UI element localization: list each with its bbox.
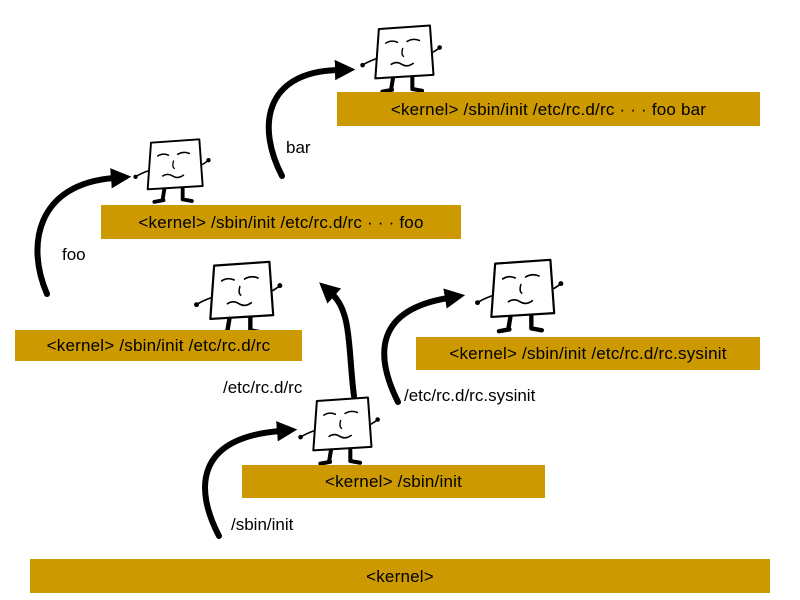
stage-label-kernel-init: <kernel> /sbin/init (242, 465, 545, 498)
arrow-label-etc-rc-sysinit: /etc/rc.d/rc.sysinit (404, 386, 536, 405)
blockhead-character-init (292, 394, 384, 468)
arrow-label-etc-rc: /etc/rc.d/rc (223, 378, 303, 397)
stage-label-kernel: <kernel> (30, 559, 770, 593)
stage-label-kernel-init-rc: <kernel> /sbin/init /etc/rc.d/rc (15, 330, 302, 361)
stage-label-kernel-init-rc-foo-bar: <kernel> /sbin/init /etc/rc.d/rc · · · f… (337, 92, 760, 126)
arrow-bar (265, 59, 356, 179)
stage-label-kernel-init-rc-sysinit: <kernel> /sbin/init /etc/rc.d/rc.sysinit (416, 337, 760, 370)
blockhead-character-rc-foo-bar (352, 22, 448, 96)
stage-label-kernel-init-rc-foo: <kernel> /sbin/init /etc/rc.d/rc · · · f… (101, 205, 461, 239)
blockhead-character-sysinit (472, 256, 564, 336)
blockhead-character-rc (188, 258, 286, 338)
arrow-label-foo: foo (62, 245, 86, 264)
arrow-label-sbin-init: /sbin/init (231, 515, 294, 534)
blockhead-character-rc-foo (126, 136, 216, 206)
arrow-etc-rc (319, 282, 357, 399)
arrow-label-bar: bar (286, 138, 311, 157)
